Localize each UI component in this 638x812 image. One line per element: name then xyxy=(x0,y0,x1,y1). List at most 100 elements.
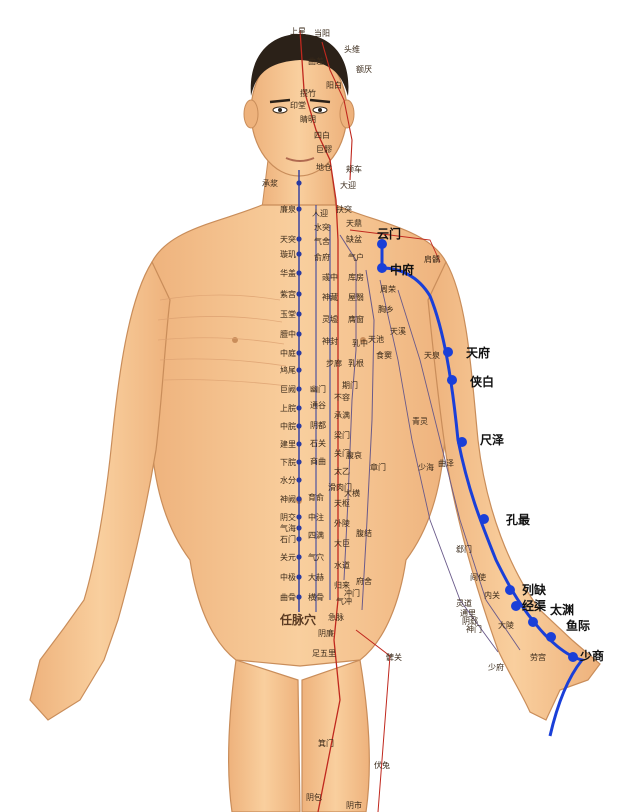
svg-text:急脉: 急脉 xyxy=(328,612,344,622)
ren-point xyxy=(296,405,302,411)
svg-text:气舍: 气舍 xyxy=(314,236,330,246)
ren-point xyxy=(296,311,302,317)
svg-text:彧中: 彧中 xyxy=(322,272,338,282)
svg-text:期门: 期门 xyxy=(342,380,358,390)
svg-text:天鼎: 天鼎 xyxy=(346,219,362,228)
ren-point xyxy=(296,423,302,429)
lung-label: 天府 xyxy=(466,345,490,360)
svg-text:库房: 库房 xyxy=(348,272,364,282)
ren-label: 鸠尾 xyxy=(280,365,296,375)
ren-point xyxy=(296,536,302,542)
ren-label: 中脘 xyxy=(280,421,296,431)
ren-point xyxy=(296,291,302,297)
svg-text:四满: 四满 xyxy=(308,530,324,540)
lung-meridian-line xyxy=(380,244,585,737)
svg-text:上星: 上星 xyxy=(290,27,306,36)
svg-text:俞府: 俞府 xyxy=(314,252,330,262)
svg-text:周荣: 周荣 xyxy=(380,284,396,294)
ren-point xyxy=(296,350,302,356)
ren-label: 玉堂 xyxy=(280,309,296,319)
svg-text:不容: 不容 xyxy=(334,392,350,402)
svg-text:幽门: 幽门 xyxy=(310,384,326,394)
lung-point-lieque xyxy=(505,585,515,595)
svg-text:神门: 神门 xyxy=(466,624,482,634)
svg-text:阴廉: 阴廉 xyxy=(318,628,334,638)
ren-label: 华盖 xyxy=(280,268,296,278)
svg-text:水道: 水道 xyxy=(334,560,350,570)
ren-label: 石门 xyxy=(280,534,296,544)
svg-text:大赫: 大赫 xyxy=(308,572,324,582)
svg-text:巨髎: 巨髎 xyxy=(316,145,332,154)
ren-label: 中庭 xyxy=(280,348,296,358)
chest-labels: 俞府 彧中 神藏 灵墟 神封 步廊 气户 库房 屋翳 膺窗 乳中 乳根 周荣 胸… xyxy=(314,252,440,368)
svg-text:内关: 内关 xyxy=(484,590,500,600)
svg-text:灵道: 灵道 xyxy=(456,598,472,608)
ren-label: 中极 xyxy=(280,572,296,582)
lung-label: 鱼际 xyxy=(566,618,590,633)
svg-text:劳宫: 劳宫 xyxy=(530,652,546,662)
svg-text:天泉: 天泉 xyxy=(424,350,440,360)
svg-text:屋翳: 屋翳 xyxy=(348,293,364,302)
svg-text:头维: 头维 xyxy=(344,44,360,54)
svg-text:神藏: 神藏 xyxy=(322,292,338,302)
svg-text:承满: 承满 xyxy=(334,410,350,420)
svg-text:天池: 天池 xyxy=(368,334,384,344)
svg-text:扶突: 扶突 xyxy=(336,204,352,214)
ren-meridian-points xyxy=(296,180,302,600)
svg-text:阴郄: 阴郄 xyxy=(462,616,478,626)
svg-text:章门: 章门 xyxy=(370,462,386,472)
svg-text:颊车: 颊车 xyxy=(346,164,362,174)
svg-text:水突: 水突 xyxy=(314,222,330,232)
ren-point xyxy=(296,554,302,560)
svg-text:外陵: 外陵 xyxy=(334,518,350,528)
svg-text:四白: 四白 xyxy=(314,130,330,140)
leg-labels: 髀关 足五里 箕门 伏兔 阴包 阴市 xyxy=(306,649,402,810)
svg-text:商曲: 商曲 xyxy=(310,456,326,466)
lung-label: 尺泽 xyxy=(480,433,504,447)
svg-text:肩髃: 肩髃 xyxy=(424,254,440,264)
lung-point-jingqu xyxy=(511,601,521,611)
ren-label: 曲骨 xyxy=(280,592,296,602)
svg-text:大陵: 大陵 xyxy=(498,620,514,630)
ren-label: 璇玑 xyxy=(280,249,296,259)
ren-point xyxy=(296,496,302,502)
lung-label: 列缺 xyxy=(522,582,547,597)
svg-text:气户: 气户 xyxy=(348,252,364,262)
ren-point xyxy=(296,270,302,276)
svg-text:攒竹: 攒竹 xyxy=(300,88,316,98)
ren-point xyxy=(296,236,302,242)
ren-point xyxy=(296,386,302,392)
body-silhouette xyxy=(29,34,601,812)
ren-label: 气海 xyxy=(280,523,296,533)
svg-text:当阳: 当阳 xyxy=(314,28,330,38)
meridian-title: 任脉穴 xyxy=(279,612,316,627)
lung-point-xiabai xyxy=(447,375,457,385)
ren-point xyxy=(296,525,302,531)
ren-meridian-labels: 承浆 廉泉 天突 璇玑 华盖 紫宫 玉堂 膻中 中庭 鸠尾 巨阙 上脘 中脘 建… xyxy=(262,178,296,602)
lung-label: 太渊 xyxy=(550,602,574,617)
lung-label: 孔最 xyxy=(506,513,531,527)
svg-text:伏兔: 伏兔 xyxy=(374,760,390,770)
svg-text:髀关: 髀关 xyxy=(386,652,402,662)
ren-label: 建里 xyxy=(280,439,296,449)
ren-point xyxy=(296,441,302,447)
svg-text:梁门: 梁门 xyxy=(334,430,350,440)
svg-text:气冲: 气冲 xyxy=(336,596,352,606)
svg-text:育俞: 育俞 xyxy=(308,492,324,502)
svg-text:中注: 中注 xyxy=(308,512,324,522)
ren-label: 关元 xyxy=(280,552,296,562)
lung-point-yuji xyxy=(546,632,556,642)
svg-text:曲差: 曲差 xyxy=(308,56,324,66)
ren-label: 廉泉 xyxy=(280,204,296,214)
svg-text:足五里: 足五里 xyxy=(312,649,336,658)
lung-point-yunmen xyxy=(377,239,387,249)
svg-text:阳白: 阳白 xyxy=(326,80,342,90)
svg-text:间使: 间使 xyxy=(470,572,486,582)
head-labels: 上星 当阳 头维 曲差 额厌 阳白 攒竹 印堂 睛明 四白 巨髎 地仓 颊车 大… xyxy=(290,27,372,246)
svg-text:大迎: 大迎 xyxy=(340,180,356,190)
svg-text:通谷: 通谷 xyxy=(310,400,326,410)
ren-label: 紫宫 xyxy=(280,289,296,299)
svg-text:大横: 大横 xyxy=(344,488,360,498)
svg-text:郄门: 郄门 xyxy=(456,544,472,554)
